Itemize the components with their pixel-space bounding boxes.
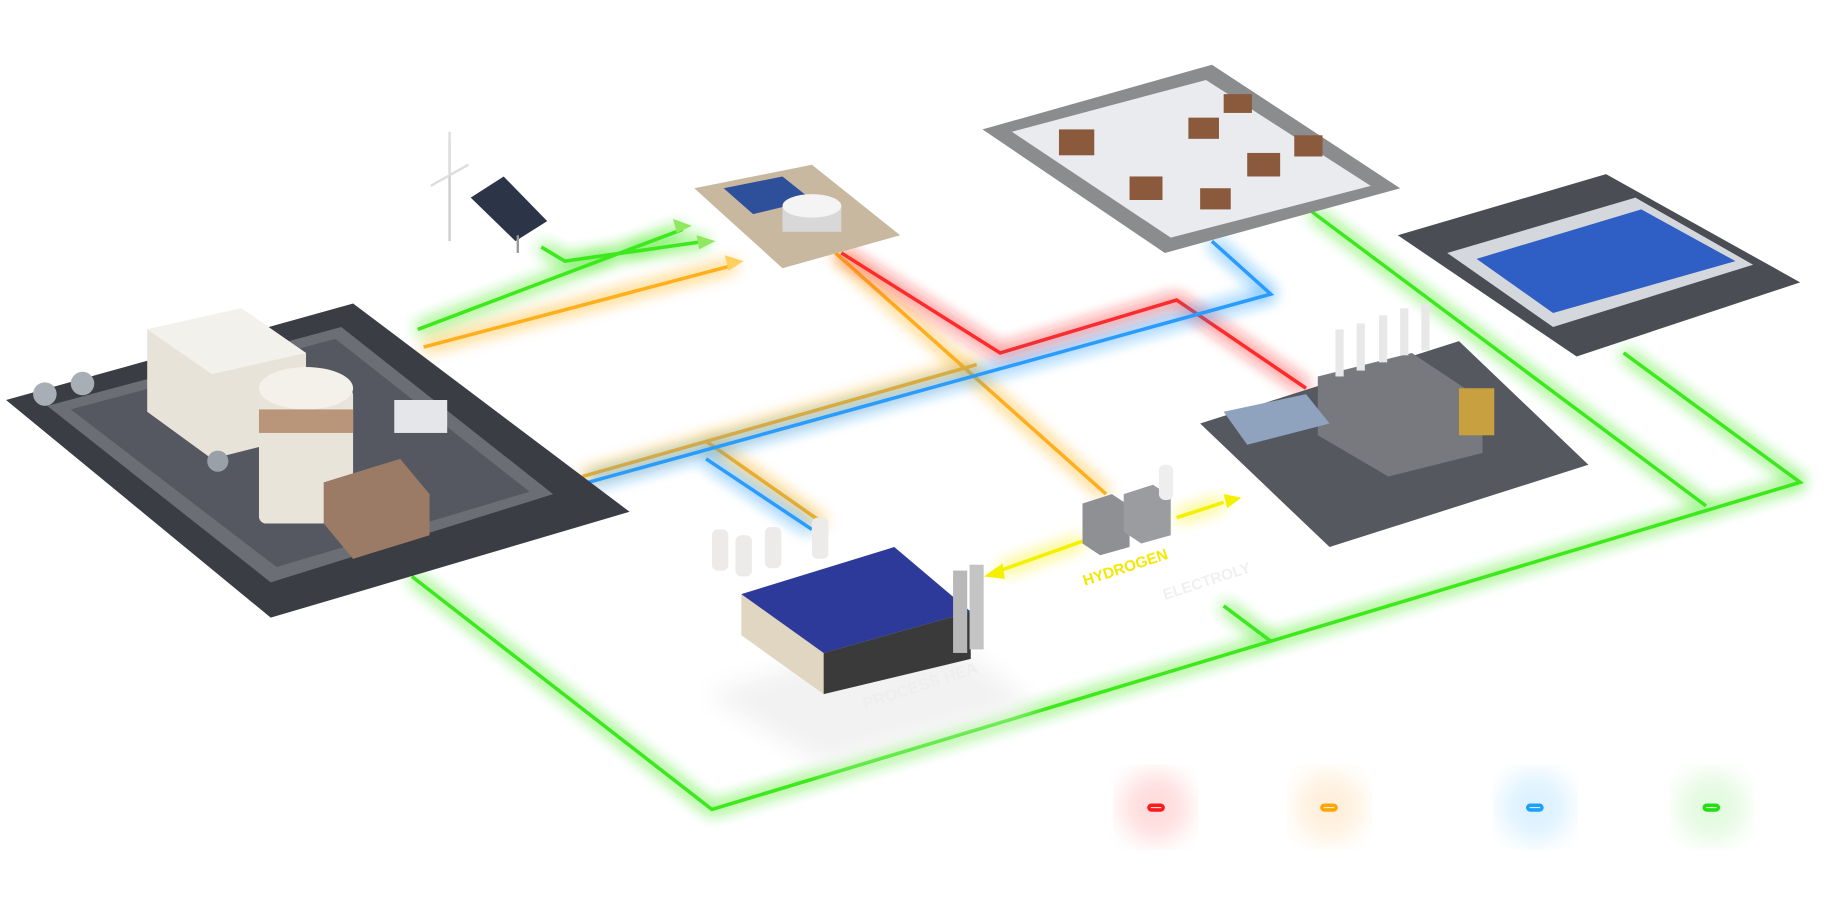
blue-line-process [705,457,813,531]
green-line-village [1310,210,1708,508]
solar-panel [470,176,548,253]
hydrogen-line-left [999,539,1084,573]
blue-line-main [587,239,1275,485]
arrow-icon [1223,494,1242,509]
process-heat-plant [706,517,1036,765]
legend-item-red [1120,771,1191,843]
electrolysis-label: ELECTROLY [1161,559,1253,603]
hydrogen-lines [999,500,1225,573]
legend-item-blue [1500,771,1571,843]
data-center [1397,174,1801,357]
industrial-factory [1200,303,1589,548]
green-line-solar-storage [540,239,707,264]
orange-line-nuclear-storage [423,262,736,349]
orange-line-process [705,439,825,525]
orange-line-main [582,363,978,479]
arrow-icon [724,255,744,271]
legend-item-green [1676,771,1748,843]
red-line [840,251,1308,390]
green-line-nuclear-storage [417,227,684,332]
electrolyzer-units [1082,464,1174,556]
wind-turbine [430,131,469,242]
residential-village [982,64,1401,253]
legend [1120,771,1748,843]
orange-heat-lines [423,251,1108,525]
green-electricity-lines [410,210,1805,812]
arrowheads [673,218,1242,579]
hydrogen-line-right [1176,500,1225,520]
arrow-icon [983,563,1005,579]
storage-facility [694,164,901,269]
blue-lines [587,239,1275,531]
arrow-icon [673,218,692,233]
orange-line-electrolysis [834,251,1108,496]
hydrogen-label: HYDROGEN [1081,546,1170,589]
green-line-branch [1222,604,1272,643]
legend-item-orange [1294,771,1365,843]
red-lines [840,251,1308,390]
arrow-icon [696,235,716,250]
nuclear-plant [6,303,630,618]
